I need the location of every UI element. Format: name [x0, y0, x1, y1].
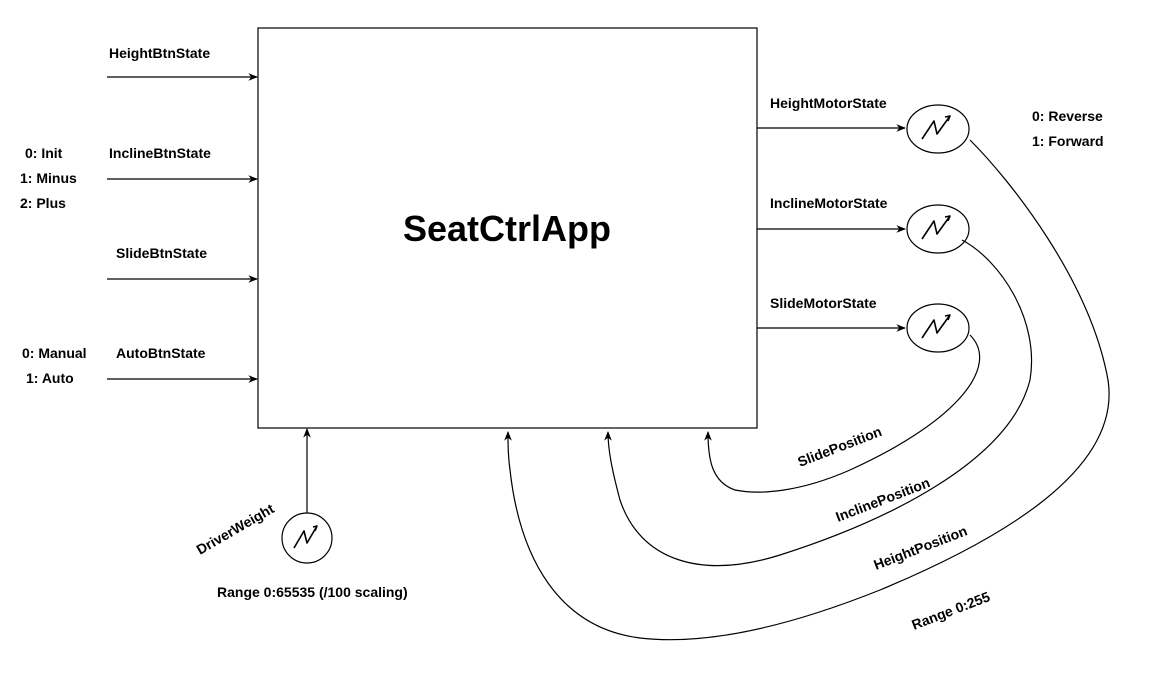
height-motor-signal-icon	[906, 104, 970, 154]
incline-position-label: InclinePosition	[833, 474, 932, 525]
app-title: SeatCtrlApp	[403, 208, 611, 249]
driver-weight-range: Range 0:65535 (/100 scaling)	[217, 584, 408, 600]
slide-btn-label: SlideBtnState	[116, 245, 207, 261]
slide-position-curve	[704, 334, 981, 493]
height-position-curve	[504, 139, 1110, 641]
incline-btn-label: InclineBtnState	[109, 145, 211, 161]
position-range-label: Range 0:255	[909, 588, 992, 633]
slide-position-label: SlidePosition	[795, 423, 884, 470]
height-motor-label: HeightMotorState	[770, 95, 887, 111]
height-position-label: HeightPosition	[871, 522, 969, 572]
slide-motor-label: SlideMotorState	[770, 295, 877, 311]
slide-motor-signal-icon	[906, 303, 970, 353]
auto-btn-label: AutoBtnState	[116, 345, 206, 361]
incline-motor-signal-icon	[906, 204, 970, 254]
btn-value-init: 0: Init	[25, 145, 63, 161]
driver-weight-label: DriverWeight	[194, 500, 278, 557]
btn-value-minus: 1: Minus	[20, 170, 77, 186]
btn-value-plus: 2: Plus	[20, 195, 66, 211]
incline-motor-label: InclineMotorState	[770, 195, 888, 211]
motor-value-reverse: 0: Reverse	[1032, 108, 1103, 124]
app-block	[257, 27, 758, 429]
auto-value-manual: 0: Manual	[22, 345, 87, 361]
incline-position-curve	[604, 239, 1032, 567]
driver-weight-signal-icon	[281, 512, 333, 564]
height-btn-label: HeightBtnState	[109, 45, 210, 61]
auto-value-auto: 1: Auto	[26, 370, 74, 386]
motor-value-forward: 1: Forward	[1032, 133, 1104, 149]
